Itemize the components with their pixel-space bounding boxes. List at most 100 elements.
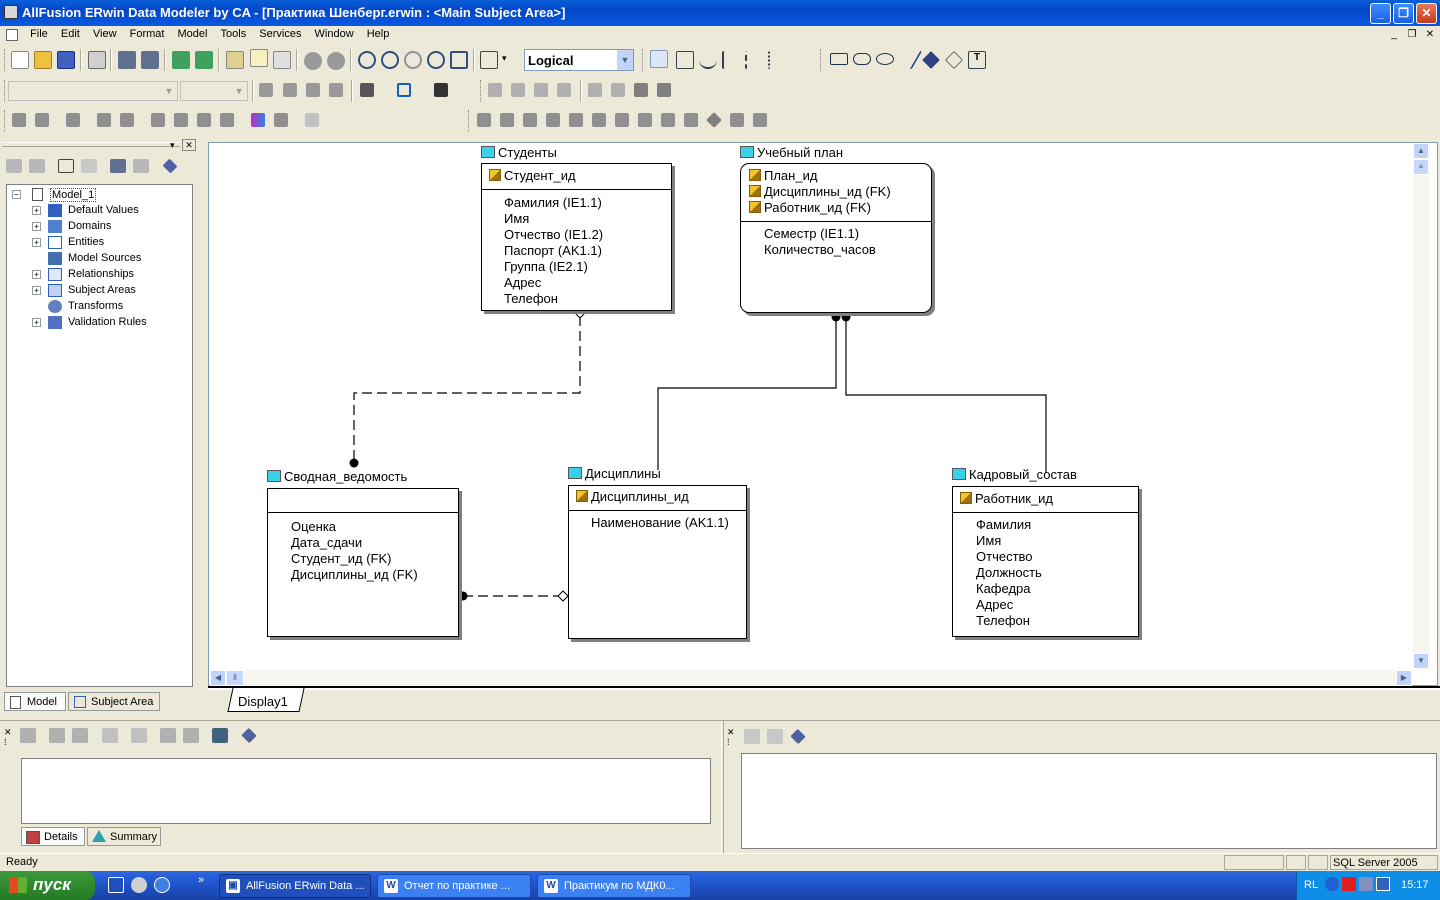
mart-icon-4[interactable]: [120, 113, 134, 127]
scroll-left-icon[interactable]: ◀: [210, 670, 226, 686]
scroll-down-icon[interactable]: ▼: [1413, 653, 1429, 669]
menu-model[interactable]: Model: [177, 28, 208, 40]
font-size-select[interactable]: ▼: [180, 81, 248, 101]
entity-attr[interactable]: Фамилия (IE1.1): [504, 195, 602, 210]
tab-details[interactable]: Details: [21, 827, 85, 846]
tab-model[interactable]: Model: [4, 692, 66, 711]
entity-disciplines[interactable]: Дисциплины_ид Наименование (AK1.1): [568, 485, 747, 639]
layout-icon-12[interactable]: [753, 113, 767, 127]
paste-icon[interactable]: [273, 51, 291, 69]
view-mode-select[interactable]: Logical ▼: [524, 49, 634, 71]
app-icon[interactable]: [4, 5, 18, 19]
expand-icon[interactable]: +: [32, 286, 41, 295]
expand-icon[interactable]: +: [32, 238, 41, 247]
save-icon[interactable]: [57, 51, 75, 69]
text-tool-icon[interactable]: T: [968, 51, 986, 69]
entity-staff[interactable]: Работник_ид Фамилия Имя Отчество Должнос…: [952, 486, 1139, 637]
back-icon[interactable]: [6, 159, 22, 173]
space-horizontal-icon[interactable]: [588, 83, 602, 97]
panel-grip[interactable]: [2, 142, 180, 147]
find-next-icon[interactable]: [133, 159, 149, 173]
copy-icon[interactable]: [250, 49, 268, 67]
expand-icon[interactable]: +: [32, 222, 41, 231]
entity-attr[interactable]: Группа (IE2.1): [504, 259, 588, 274]
minimize-button[interactable]: _: [1370, 3, 1391, 24]
identifying-rel-icon[interactable]: [722, 51, 740, 69]
chevron-down-icon[interactable]: ▼: [234, 86, 244, 96]
entity-attr[interactable]: Должность: [976, 565, 1042, 580]
details-tool-icon-4[interactable]: [102, 728, 118, 743]
tray-icon-4[interactable]: [1376, 877, 1390, 891]
entity-key-attr[interactable]: Студент_ид: [489, 168, 576, 183]
entity-attr[interactable]: Студент_ид (FK): [291, 551, 392, 566]
output-erase-icon[interactable]: [790, 728, 806, 745]
mdi-close-button[interactable]: ✕: [1425, 29, 1435, 40]
menu-tools[interactable]: Tools: [220, 28, 247, 40]
zoom-fit-icon[interactable]: [427, 51, 445, 69]
panel-close-icon[interactable]: ✕⁞: [727, 727, 735, 747]
details-tool-icon-1[interactable]: [20, 728, 36, 743]
menu-edit[interactable]: Edit: [60, 28, 80, 40]
circle-icon-1[interactable]: [304, 52, 322, 70]
quicklaunch-media-icon[interactable]: [154, 877, 170, 893]
zoom-normal-icon[interactable]: [404, 51, 422, 69]
entity-attr[interactable]: Телефон: [976, 613, 1030, 628]
rel-disciplines-plan[interactable]: [657, 318, 837, 470]
entity-students-title[interactable]: Студенты: [498, 145, 557, 160]
mart-icon-6[interactable]: [197, 113, 211, 127]
entity-key-attr[interactable]: Дисциплины_ид: [576, 489, 689, 504]
delete-icon[interactable]: [81, 159, 97, 173]
dropdown-arrow-icon[interactable]: ▾: [502, 53, 507, 63]
expand-icon[interactable]: +: [32, 318, 41, 327]
output-pane[interactable]: [741, 753, 1437, 849]
rectangle-tool-icon[interactable]: [830, 53, 848, 65]
font-color-icon[interactable]: [397, 83, 411, 97]
scroll-thumb[interactable]: ⦀: [226, 670, 244, 686]
tray-icon-1[interactable]: [1325, 877, 1339, 891]
open-icon[interactable]: [34, 51, 52, 69]
reverse-engineer-icon[interactable]: [195, 51, 213, 69]
layout-icon-1[interactable]: [477, 113, 491, 127]
panel-menu-icon[interactable]: ▾: [170, 140, 175, 150]
mart-icon-7[interactable]: [220, 113, 234, 127]
close-button[interactable]: ✕: [1416, 3, 1437, 24]
details-tool-icon-3[interactable]: [72, 728, 88, 743]
expand-icon[interactable]: +: [32, 270, 41, 279]
entity-disciplines-title[interactable]: Дисциплины: [585, 466, 661, 481]
quicklaunch-browser-icon[interactable]: [131, 877, 147, 893]
send-back-icon[interactable]: [657, 83, 671, 97]
tab-display1-label[interactable]: Display1: [238, 694, 288, 709]
entity-grades-title[interactable]: Сводная_ведомость: [284, 469, 408, 484]
many-to-many-rel-icon[interactable]: [745, 51, 763, 69]
mdi-minimize-button[interactable]: _: [1391, 29, 1397, 40]
entity-attr[interactable]: Телефон: [504, 291, 558, 306]
ellipse-tool-icon[interactable]: [876, 53, 894, 65]
entity-attr[interactable]: Адрес: [976, 597, 1014, 612]
non-identifying-rel-icon[interactable]: [768, 51, 786, 69]
erase-icon[interactable]: [162, 158, 178, 174]
zoom-in-icon[interactable]: [381, 51, 399, 69]
quicklaunch-more-icon[interactable]: »: [198, 874, 205, 886]
bold-icon[interactable]: [259, 83, 273, 97]
star-tool-icon[interactable]: [922, 51, 940, 69]
vertical-scrollbar[interactable]: ▲ ≡ ▼: [1413, 143, 1430, 670]
entity-key-attr[interactable]: Дисциплины_ид (FK): [749, 184, 891, 199]
mart-icon-2[interactable]: [35, 113, 49, 127]
document-icon[interactable]: [6, 29, 18, 41]
scroll-thumb[interactable]: ≡: [1413, 159, 1429, 175]
report-icon[interactable]: [226, 51, 244, 69]
find-icon[interactable]: [110, 159, 126, 173]
strikeout-icon[interactable]: [329, 83, 343, 97]
entity-grades[interactable]: Оценка Дата_сдачи Студент_ид (FK) Дисцип…: [267, 488, 459, 637]
refresh-icon[interactable]: [174, 113, 188, 127]
diamond-icon[interactable]: [706, 112, 722, 128]
align-top-icon[interactable]: [557, 83, 571, 97]
output-tool-icon-2[interactable]: [767, 729, 783, 744]
print-icon[interactable]: [88, 51, 106, 69]
layout-icon-3[interactable]: [523, 113, 537, 127]
display-level-icon[interactable]: [480, 51, 498, 69]
horizontal-scrollbar[interactable]: ◀ ⦀ ▶: [210, 670, 1412, 686]
entity-attr[interactable]: Отчество: [976, 549, 1033, 564]
menu-file[interactable]: File: [30, 28, 48, 40]
